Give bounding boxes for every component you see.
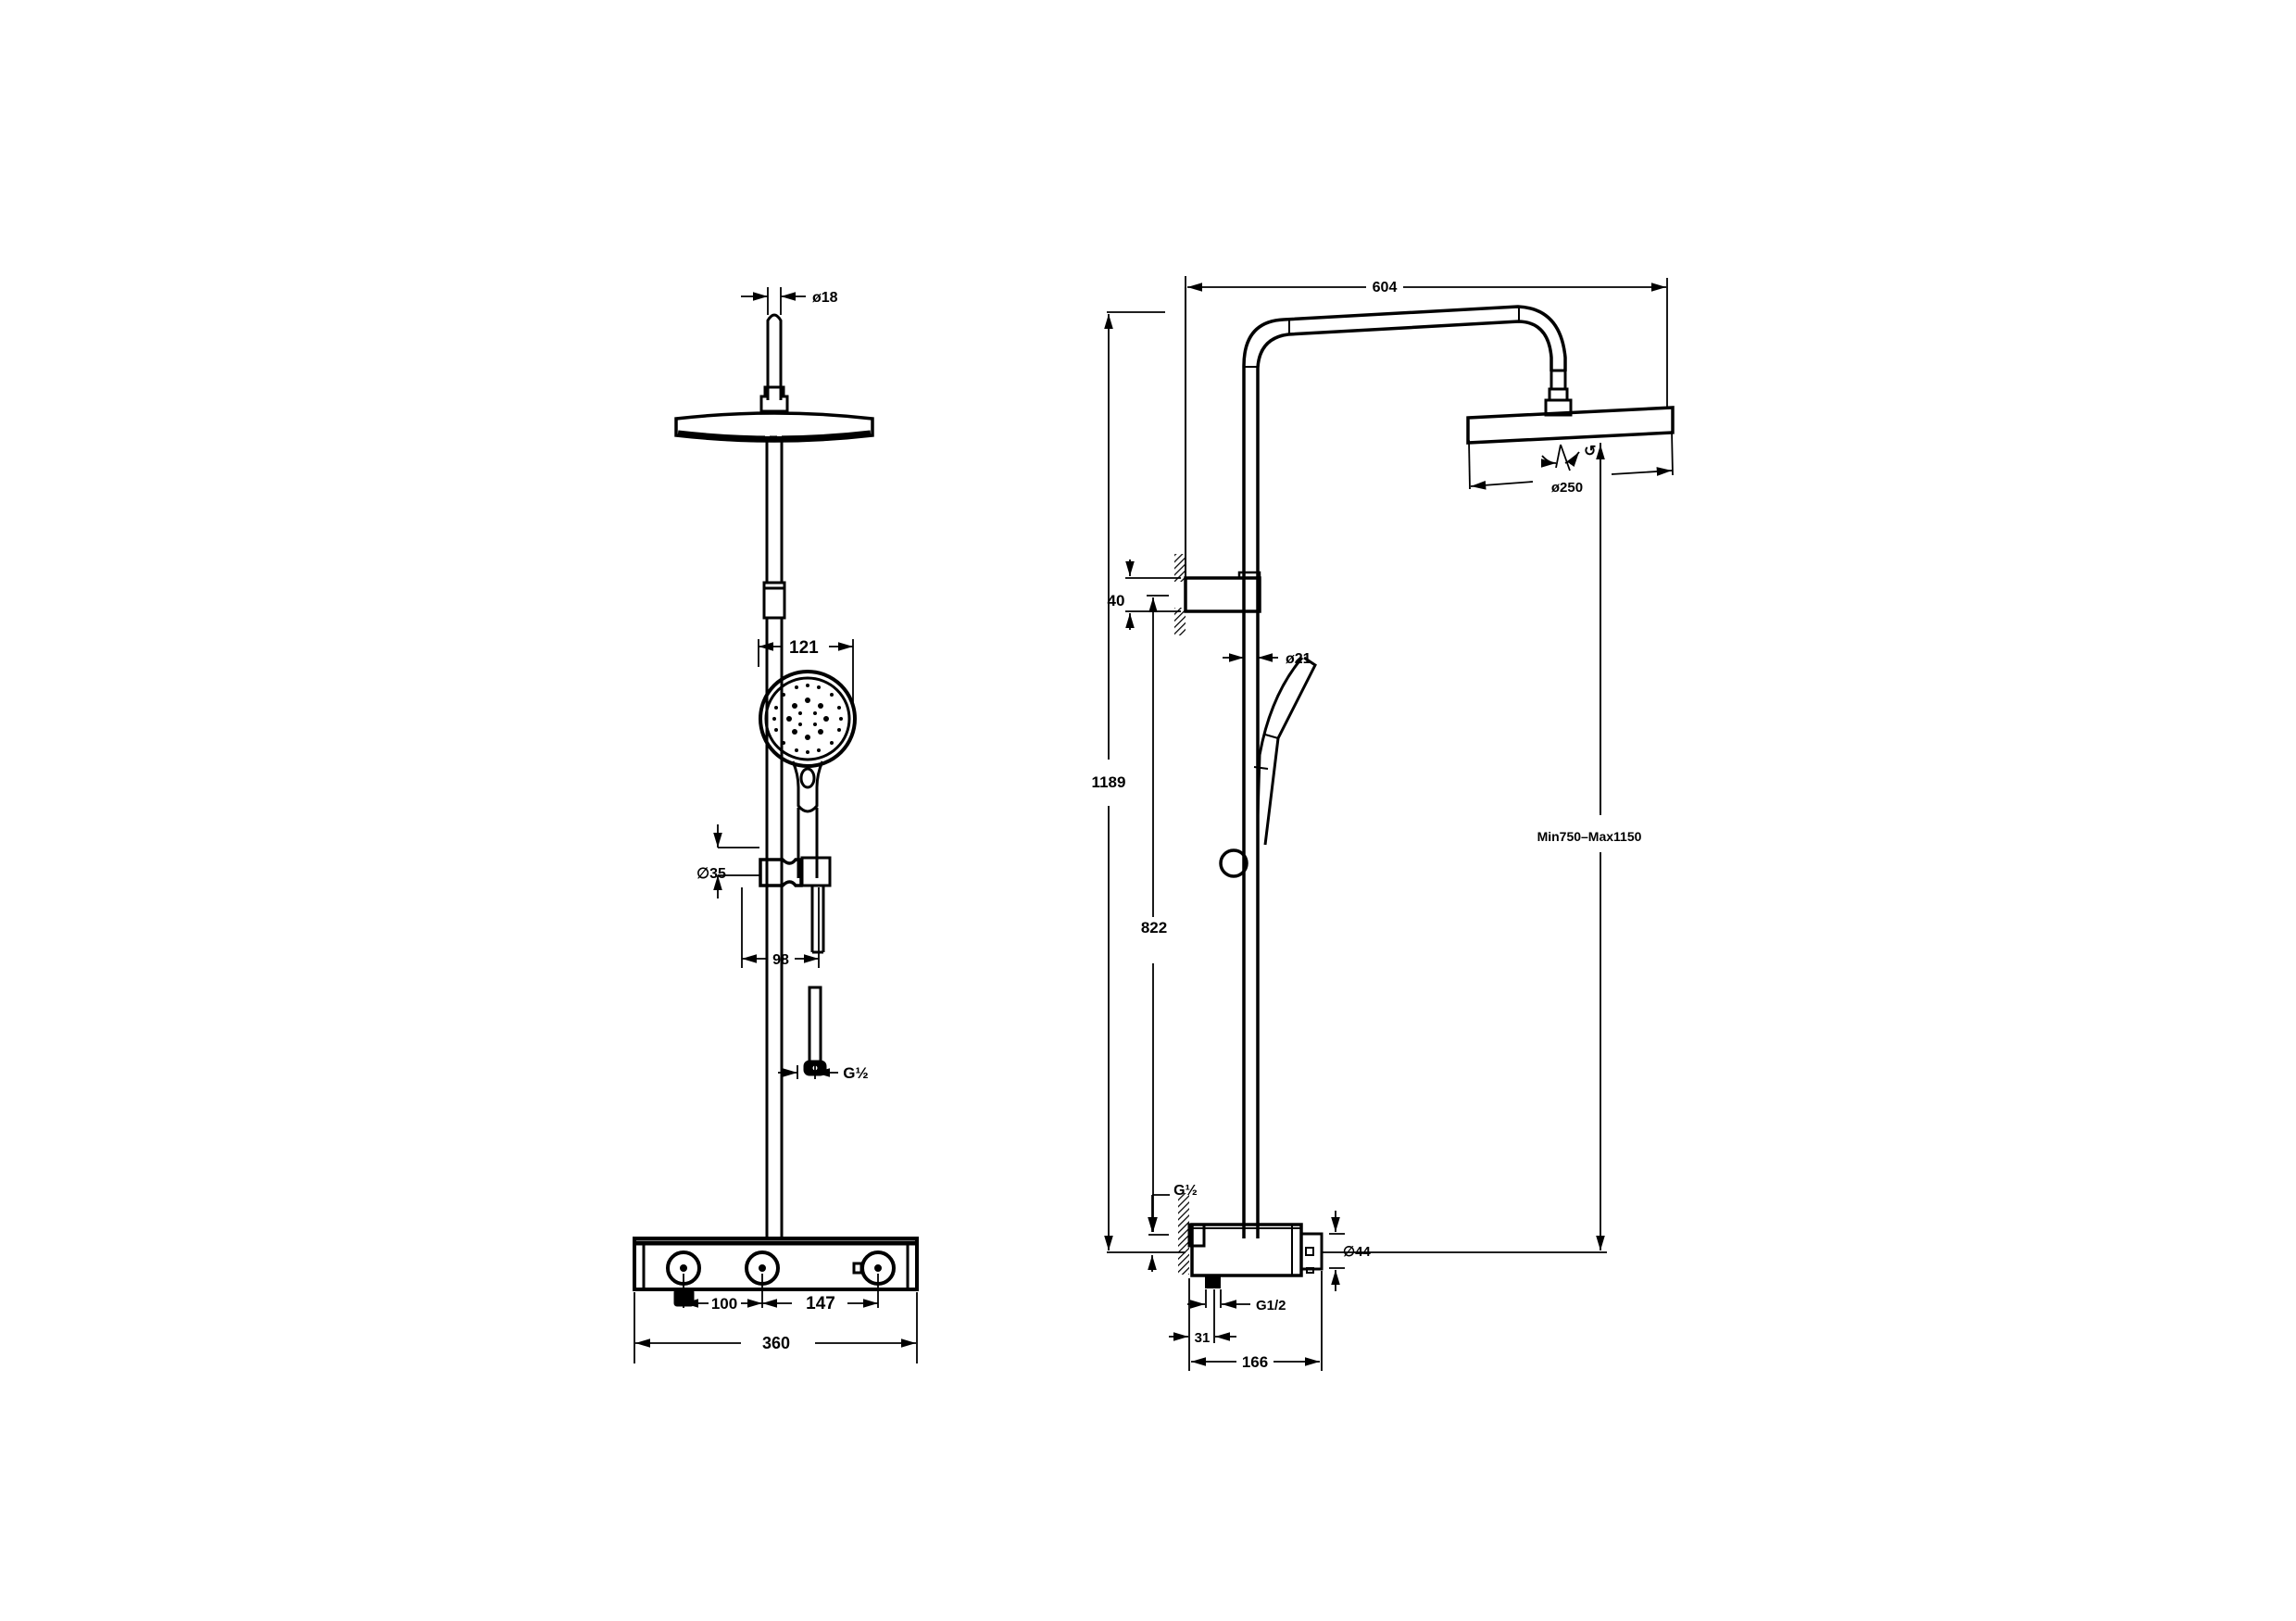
thermostatic-valve-side <box>1178 1193 1324 1288</box>
label-pipe-diameter: ø18 <box>812 290 838 306</box>
label-total-height: 1189 <box>1092 773 1126 791</box>
front-view-dimensions <box>634 287 918 1363</box>
label-adjustable-height: Min750–Max1150 <box>1537 829 1642 844</box>
riser-pole-outer <box>1242 305 1567 1238</box>
label-bracket-height: 40 <box>1108 592 1125 609</box>
label-slider-depth: 98 <box>772 952 789 968</box>
svg-text:↺: ↺ <box>1584 444 1596 459</box>
front-view <box>633 313 919 1307</box>
label-outlet-offset: 31 <box>1195 1330 1211 1346</box>
side-view-labels: 604 ø250 40 ø21 1189 822 Min750–Max1150 … <box>1092 280 1642 1371</box>
hand-shower-front <box>759 670 857 878</box>
shower-arm-pipe <box>766 313 783 400</box>
hose-connector <box>808 986 822 1065</box>
hand-shower-nozzles <box>772 684 843 754</box>
label-pole-diameter: ø21 <box>1286 651 1311 667</box>
label-valve-spacing-left: 100 <box>711 1295 737 1313</box>
riser-pole-inner <box>1256 320 1553 1238</box>
label-hand-shower-width: 121 <box>789 638 819 658</box>
label-slider-diameter: ∅35 <box>696 866 726 882</box>
side-view <box>1174 287 1675 1288</box>
label-valve-spacing-right: 147 <box>806 1294 835 1313</box>
wall-hatch-top <box>1174 554 1186 582</box>
rain-shower-head-side <box>1466 406 1675 445</box>
label-arm-projection: 604 <box>1373 280 1398 295</box>
label-inlet-thread: G½ <box>1173 1183 1198 1199</box>
label-valve-width: 360 <box>762 1334 790 1352</box>
thermostatic-valve-front <box>633 1237 919 1307</box>
label-valve-body-diameter: ∅44 <box>1343 1244 1371 1260</box>
label-outlet-thread: G1/2 <box>1256 1298 1286 1313</box>
wall-hatch-valve <box>1178 1193 1189 1275</box>
label-bracket-to-inlet: 822 <box>1141 919 1167 936</box>
hand-shower-side <box>1219 656 1317 878</box>
front-view-labels: ø18 121 ∅35 98 G½ 100 147 360 <box>696 290 869 1352</box>
label-valve-depth: 166 <box>1242 1353 1268 1371</box>
label-head-diameter: ø250 <box>1551 480 1583 496</box>
side-view-dimensions: ↺ <box>1104 276 1674 1371</box>
label-hose-thread: G½ <box>843 1064 868 1082</box>
head-connector <box>759 385 789 413</box>
wall-hatch-bottom <box>1174 608 1186 635</box>
pole-sleeve <box>762 581 786 620</box>
